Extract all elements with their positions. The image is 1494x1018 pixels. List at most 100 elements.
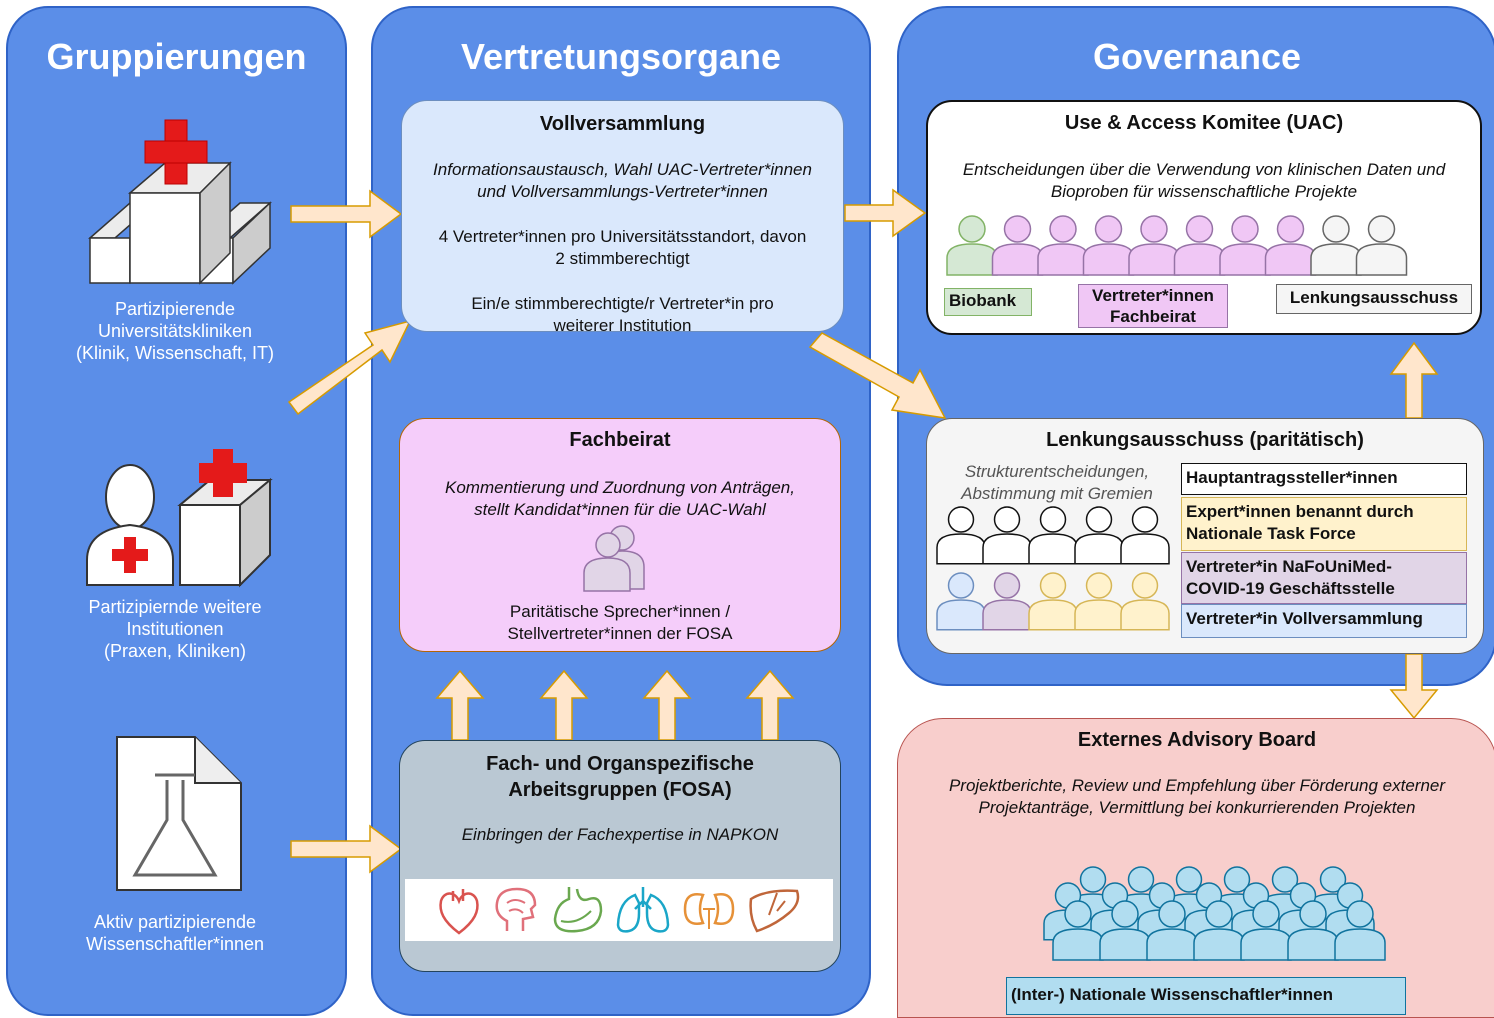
bodies-column-title: Vertretungsorgane xyxy=(460,36,782,77)
lenkung-member-person xyxy=(982,572,1032,631)
uac-member-person xyxy=(1173,215,1226,276)
uac-tag-fachbeirat-line1: Vertreter*innen xyxy=(1092,286,1214,305)
lenkung-row-assembly: Vertreter*in Vollversammlung xyxy=(1181,604,1467,638)
vollversammlung-reps: 4 Vertreter*innen pro Universitätsstando… xyxy=(402,226,843,270)
vollversammlung-reps-line1: 4 Vertreter*innen pro Universitätsstando… xyxy=(438,227,807,246)
fosa-title: Fach- und Organspezifische Arbeitsgruppe… xyxy=(400,751,840,803)
uac-member-person xyxy=(946,215,998,276)
universities-label: Partizipierende Universitätskliniken (Kl… xyxy=(5,298,345,364)
advisory-member-person xyxy=(1193,900,1245,961)
uac-tag-fachbeirat-line2: Fachbeirat xyxy=(1110,307,1196,326)
fachbeirat-desc-line2: stellt Kandidat*innen für die UAC-Wahl xyxy=(474,500,766,519)
fachbeirat-speakers-line1: Paritätische Sprecher*innen / xyxy=(509,602,731,621)
lenkung-row-office: Vertreter*in NaFoUniMed- COVID-19 Geschä… xyxy=(1181,552,1467,604)
advisory-member-person xyxy=(1240,900,1292,961)
lenkung-member-person xyxy=(936,506,986,565)
lenkung-row-applicants-text: Hauptantragssteller*innen xyxy=(1186,468,1398,487)
fachbeirat-title: Fachbeirat xyxy=(569,429,671,451)
stomach-icon xyxy=(553,887,603,933)
brain-icon xyxy=(495,887,537,931)
universities-label-line1: Partizipierende xyxy=(114,299,236,319)
advisory-desc-line2: Projektanträge, Vermittlung bei konkurri… xyxy=(978,798,1416,817)
arrow-fosa-to-fachbeirat-1 xyxy=(435,669,485,741)
uac-box: Use & Access Komitee (UAC) Entscheidunge… xyxy=(926,100,1482,335)
uac-member-person xyxy=(1355,215,1408,276)
lungs-icon xyxy=(616,887,670,933)
fachbeirat-desc: Kommentierung und Zuordnung von Anträgen… xyxy=(400,477,840,521)
lenkung-row-assembly-text: Vertreter*in Vollversammlung xyxy=(1186,609,1423,628)
hospital-icon xyxy=(88,119,272,285)
vollversammlung-desc: Informationsaustausch, Wahl UAC-Vertrete… xyxy=(402,159,843,203)
vollversammlung-reps-line2: 2 stimmberechtigt xyxy=(555,249,690,268)
uac-member-person xyxy=(1219,215,1271,276)
lenkung-member-person xyxy=(936,572,986,631)
arrow-scientists-to-fosa xyxy=(290,824,403,874)
vollversammlung-desc-line1: Informationsaustausch, Wahl UAC-Vertrete… xyxy=(433,160,812,179)
lenkung-title: Lenkungsausschuss (paritätisch) xyxy=(1046,429,1364,451)
lenkung-member-person xyxy=(982,506,1032,565)
lenkung-row-experts-line2: Nationale Task Force xyxy=(1186,524,1356,543)
advisory-title: Externes Advisory Board xyxy=(1077,729,1317,751)
doctor-icon xyxy=(86,449,273,588)
advisory-member-person xyxy=(1287,900,1339,961)
advisory-crowd-icon xyxy=(1043,866,1386,961)
organ-strip xyxy=(405,879,833,941)
advisory-desc: Projektberichte, Review und Empfehlung ü… xyxy=(898,775,1494,819)
institutions-label-line2: Institutionen xyxy=(126,619,224,639)
uac-tag-biobank: Biobank xyxy=(944,288,1032,316)
institutions-label: Partizipiernde weitere Institutionen (Pr… xyxy=(5,596,345,662)
groups-column-title: Gruppierungen xyxy=(46,36,307,77)
advisory-member-person xyxy=(1334,900,1386,961)
lenkung-box: Lenkungsausschuss (paritätisch) Struktur… xyxy=(926,418,1484,654)
uac-member-person xyxy=(1082,215,1135,276)
advisory-member-person xyxy=(1099,900,1151,961)
institutions-label-line3: (Praxen, Kliniken) xyxy=(103,641,247,661)
arrow-universities-to-vollversammlung xyxy=(290,189,403,239)
uac-member-person xyxy=(991,215,1044,276)
advisory-member-person xyxy=(1052,900,1104,961)
heart-icon xyxy=(439,889,479,935)
arrow-institutions-to-vollversammlung xyxy=(287,319,412,416)
fachbeirat-speakers: Paritätische Sprecher*innen / Stellvertr… xyxy=(400,601,840,645)
fosa-box: Fach- und Organspezifische Arbeitsgruppe… xyxy=(399,740,841,972)
fachbeirat-speakers-line2: Stellvertreter*innen der FOSA xyxy=(507,624,733,643)
arrow-fosa-to-fachbeirat-2 xyxy=(539,669,589,741)
advisory-desc-line1: Projektberichte, Review und Empfehlung ü… xyxy=(948,776,1446,795)
arrow-vollversammlung-to-lenkung xyxy=(808,332,947,419)
uac-tag-lenkung: Lenkungsausschuss xyxy=(1276,284,1472,314)
uac-member-person xyxy=(1037,215,1089,276)
arrow-lenkung-to-advisory xyxy=(1389,653,1439,720)
lenkung-row-office-line2: COVID-19 Geschäftsstelle xyxy=(1186,579,1395,598)
vollversammlung-voting-line1: Ein/e stimmberechtigte/r Vertreter*in pr… xyxy=(471,294,774,313)
uac-tag-fachbeirat: Vertreter*innen Fachbeirat xyxy=(1078,284,1228,328)
universities-label-line2: Universitätskliniken xyxy=(97,321,253,341)
speakers-icon xyxy=(583,525,645,592)
flask-document-icon xyxy=(116,736,242,891)
fachbeirat-box: Fachbeirat Kommentierung und Zuordnung v… xyxy=(399,418,841,652)
liver-icon xyxy=(749,889,800,933)
fosa-title-line1: Fach- und Organspezifische xyxy=(486,753,754,775)
lenkung-member-person xyxy=(1120,506,1170,565)
uac-members-icon xyxy=(946,215,1408,276)
lenkung-desc: Strukturentscheidungen, Abstimmung mit G… xyxy=(937,461,1177,505)
kidneys-icon xyxy=(683,893,735,929)
fosa-desc: Einbringen der Fachexpertise in NAPKON xyxy=(461,825,779,844)
vollversammlung-desc-line2: und Vollversammlungs-Vertreter*innen xyxy=(477,182,768,201)
advisory-box: Externes Advisory Board Projektberichte,… xyxy=(897,718,1494,1018)
institutions-label-line1: Partizipiernde weitere xyxy=(88,597,262,617)
lenkung-row-experts: Expert*innen benannt durch Nationale Tas… xyxy=(1181,497,1467,551)
scientists-label: Aktiv partizipierende Wissenschaftler*in… xyxy=(5,911,345,955)
arrow-lenkung-to-uac xyxy=(1389,341,1439,419)
uac-desc-line2: Bioproben für wissenschaftliche Projekte xyxy=(1050,182,1358,201)
lenkung-member-person xyxy=(1074,506,1124,565)
uac-desc-line1: Entscheidungen über die Verwendung von k… xyxy=(962,160,1446,179)
fachbeirat-desc-line1: Kommentierung und Zuordnung von Anträgen… xyxy=(445,478,795,497)
universities-label-line3: (Klinik, Wissenschaft, IT) xyxy=(75,343,275,363)
lenkung-members-icon xyxy=(936,506,1170,631)
lenkung-desc-line1: Strukturentscheidungen, xyxy=(964,462,1150,481)
lenkung-member-person xyxy=(1120,572,1170,631)
vollversammlung-voting-line2: weiterer Institution xyxy=(553,316,692,335)
scientists-label-line1: Aktiv partizipierende xyxy=(93,912,257,932)
arrow-vollversammlung-to-uac xyxy=(844,188,927,238)
